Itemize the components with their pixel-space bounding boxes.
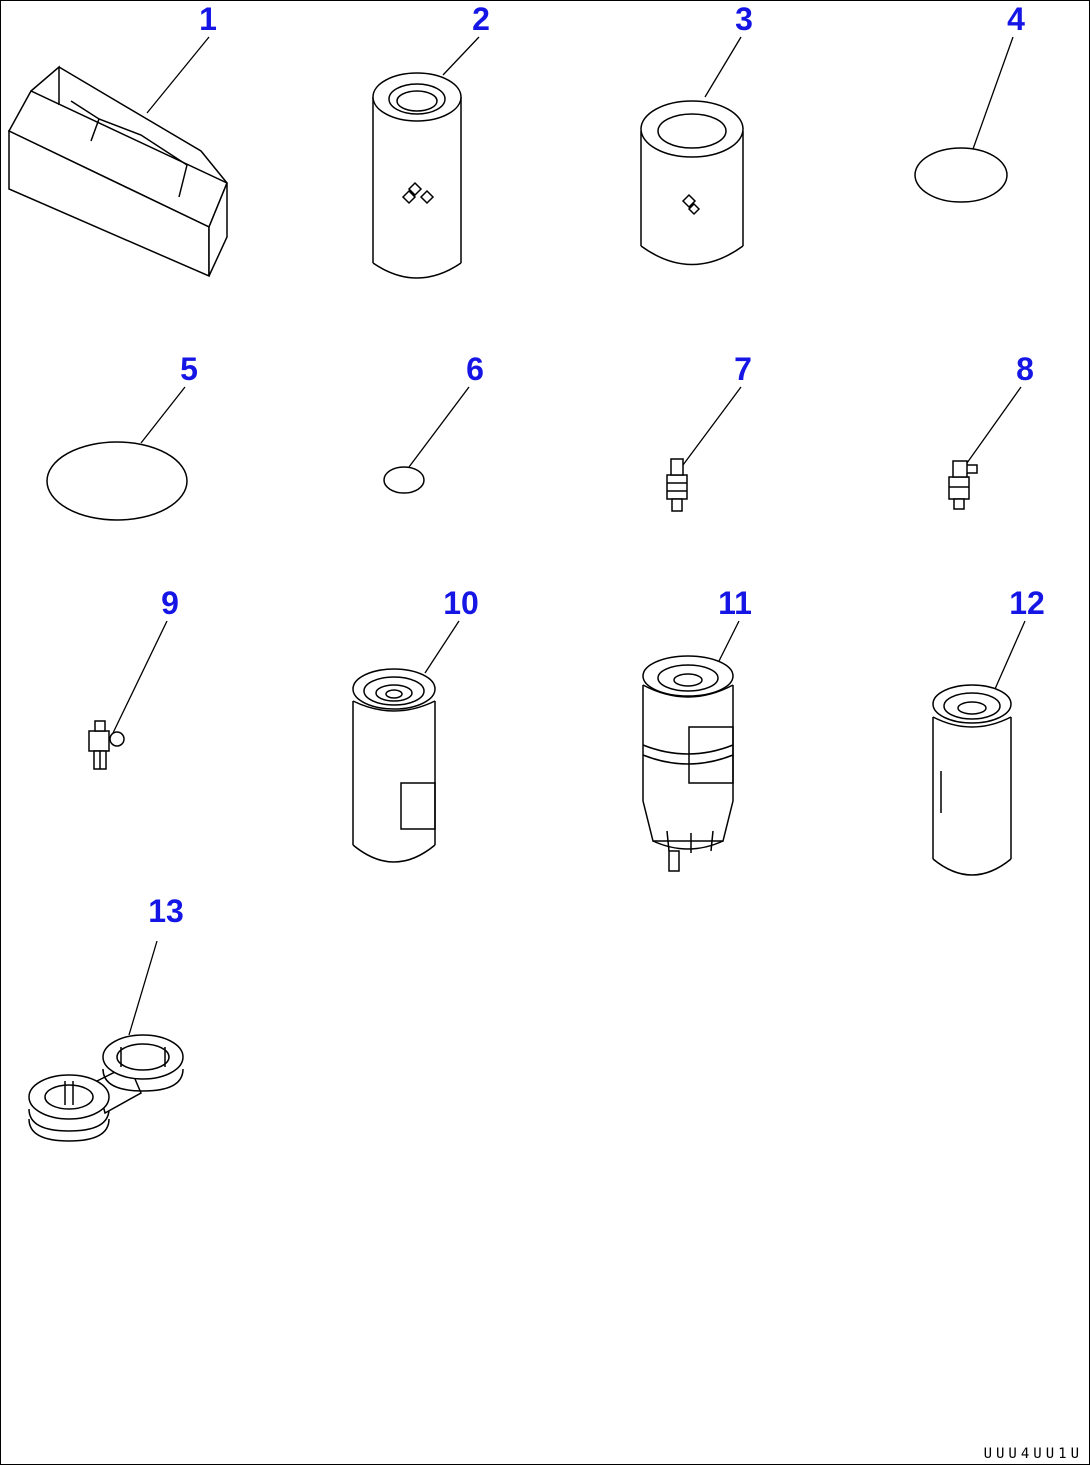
- sensor-plug-icon: [666, 386, 742, 512]
- drawing-code: UUU4UU1U: [983, 1446, 1083, 1462]
- callout-12: 12: [1009, 585, 1045, 621]
- filter-element-short-icon: [640, 36, 744, 266]
- o-ring-small-icon: [914, 36, 1014, 203]
- sensor-plug-icon: [948, 386, 1022, 510]
- spin-on-filter-icon: [352, 620, 460, 863]
- callout-6: 6: [466, 351, 484, 387]
- callout-4: 4: [1007, 1, 1025, 37]
- callout-7: 7: [734, 351, 752, 387]
- callout-5: 5: [180, 351, 198, 387]
- callout-11: 11: [718, 585, 752, 621]
- callout-2: 2: [472, 1, 490, 37]
- callout-13: 13: [148, 893, 184, 929]
- filter-wrench-icon: [28, 940, 184, 1142]
- callout-1: 1: [199, 1, 217, 37]
- filter-element-tall-icon: [372, 36, 480, 279]
- spin-on-filter-icon: [932, 620, 1026, 876]
- o-ring-large-icon: [46, 386, 188, 521]
- fuel-filter-separator-icon: [642, 620, 740, 872]
- callout-8: 8: [1016, 351, 1034, 387]
- box-icon: [7, 36, 228, 278]
- sensor-plug-icon: [88, 620, 168, 770]
- o-ring-tiny-icon: [383, 386, 470, 494]
- callout-9: 9: [161, 585, 179, 621]
- callout-10: 10: [443, 585, 479, 621]
- callout-3: 3: [735, 1, 753, 37]
